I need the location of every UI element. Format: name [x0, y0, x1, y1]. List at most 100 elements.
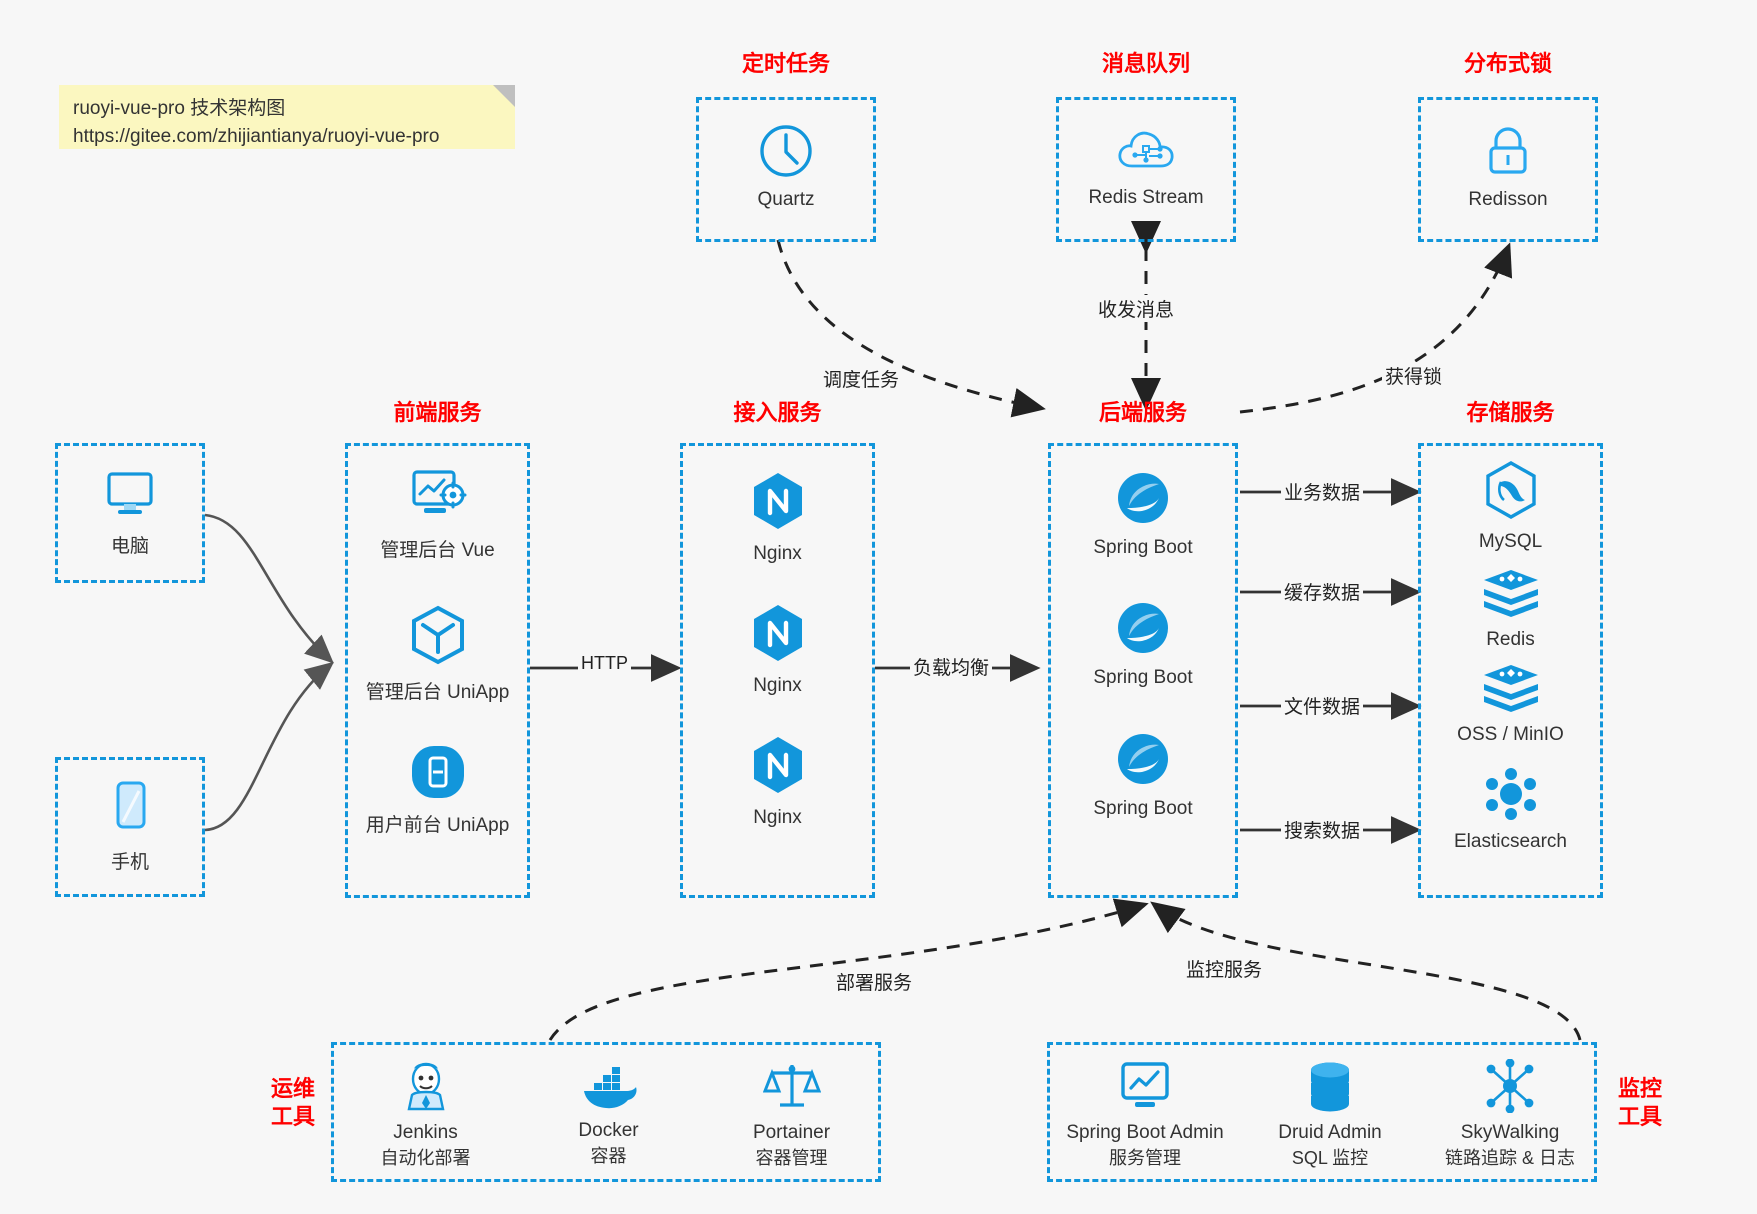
- group-box-client-desktop: 电脑: [55, 443, 205, 583]
- node-redis-stream[interactable]: Redis Stream: [1059, 124, 1233, 209]
- portainer-scale-icon: [762, 1059, 821, 1113]
- nginx-icon: [749, 734, 807, 798]
- node-label: Druid Admin: [1278, 1122, 1382, 1143]
- node-label: Quartz: [757, 189, 815, 210]
- node-label: Redisson: [1468, 189, 1548, 210]
- node-label: Redis: [1486, 629, 1535, 650]
- node-sublabel: SQL 监控: [1291, 1148, 1369, 1168]
- node-nginx-3[interactable]: Nginx: [683, 734, 872, 829]
- node-admin-uniapp[interactable]: 管理后台 UniApp: [348, 604, 527, 704]
- docker-whale-icon: [578, 1065, 640, 1111]
- node-label: Spring Boot: [1093, 667, 1193, 688]
- node-label: 手机: [110, 852, 149, 873]
- node-user-uniapp[interactable]: 用户前台 UniApp: [348, 743, 527, 837]
- group-box-mq: Redis Stream: [1056, 97, 1236, 242]
- edge-label-load-balance: 负载均衡: [910, 653, 993, 680]
- monitor-chart-icon: [1115, 1059, 1175, 1113]
- mysql-dolphin-icon: [1482, 460, 1540, 522]
- node-skywalking[interactable]: SkyWalking 链路追踪 & 日志: [1420, 1058, 1600, 1170]
- node-label: Nginx: [753, 807, 802, 828]
- group-title-devops-line1: 运维: [270, 1076, 315, 1101]
- group-box-devops: Jenkins 自动化部署 Docker 容器: [331, 1042, 881, 1182]
- group-title-backend: 后端服务: [1098, 400, 1187, 425]
- padlock-icon: [1480, 122, 1536, 180]
- node-druid-admin[interactable]: Druid Admin SQL 监控: [1240, 1059, 1420, 1170]
- group-box-client-mobile: 手机: [55, 757, 205, 897]
- edge-label-schedule-task: 调度任务: [820, 365, 903, 392]
- node-label: SkyWalking: [1460, 1122, 1560, 1143]
- nginx-icon: [749, 470, 807, 534]
- diagram-note: ruoyi-vue-pro 技术架构图 https://gitee.com/zh…: [59, 85, 515, 149]
- node-redisson[interactable]: Redisson: [1421, 122, 1595, 211]
- group-title-monitor: 监控 工具: [1605, 1075, 1675, 1130]
- node-elasticsearch[interactable]: Elasticsearch: [1421, 766, 1600, 853]
- group-title-monitor-line1: 监控: [1617, 1076, 1662, 1101]
- edge-label-cache-data: 缓存数据: [1281, 578, 1364, 605]
- database-cylinder-icon: [1302, 1059, 1358, 1113]
- node-sublabel: 链路追踪 & 日志: [1444, 1148, 1575, 1168]
- group-title-frontend: 前端服务: [393, 400, 482, 425]
- group-box-storage: MySQL Redis: [1418, 443, 1603, 898]
- node-sublabel: 容器管理: [755, 1148, 828, 1168]
- node-label: Portainer: [752, 1122, 831, 1143]
- group-box-frontend: 管理后台 Vue 管理后台 UniApp 用户前台 U: [345, 443, 530, 898]
- group-box-lock: Redisson: [1418, 97, 1598, 242]
- node-portainer[interactable]: Portainer 容器管理: [700, 1059, 883, 1170]
- elasticsearch-icon: [1482, 766, 1540, 822]
- mobile-phone-icon: [106, 778, 154, 838]
- node-spring-boot-3[interactable]: Spring Boot: [1051, 729, 1235, 820]
- node-sublabel: 自动化部署: [380, 1148, 471, 1168]
- node-jenkins[interactable]: Jenkins 自动化部署: [334, 1059, 517, 1170]
- node-quartz[interactable]: Quartz: [699, 122, 873, 211]
- edge-label-acquire-lock: 获得锁: [1382, 362, 1446, 389]
- group-box-monitor: Spring Boot Admin 服务管理 Druid Admin SQL 监…: [1047, 1042, 1597, 1182]
- node-label: Elasticsearch: [1454, 831, 1567, 852]
- nginx-icon: [749, 602, 807, 666]
- node-label: Spring Boot: [1093, 537, 1193, 558]
- node-mysql[interactable]: MySQL: [1421, 460, 1600, 553]
- jenkins-icon: [398, 1059, 454, 1113]
- node-label: Spring Boot Admin: [1066, 1122, 1224, 1143]
- edge-label-file-data: 文件数据: [1281, 692, 1364, 719]
- group-box-scheduler: Quartz: [696, 97, 876, 242]
- group-title-mq: 消息队列: [1101, 51, 1190, 76]
- spring-boot-icon: [1113, 729, 1173, 789]
- group-title-devops: 运维 工具: [258, 1075, 328, 1130]
- node-spring-boot-1[interactable]: Spring Boot: [1051, 468, 1235, 559]
- note-line-1: ruoyi-vue-pro 技术架构图: [73, 98, 286, 119]
- spring-boot-icon: [1113, 468, 1173, 528]
- node-label: Spring Boot: [1093, 798, 1193, 819]
- group-title-storage: 存储服务: [1466, 400, 1555, 425]
- node-redis[interactable]: Redis: [1421, 566, 1600, 651]
- edge-label-send-receive-message: 收发消息: [1095, 295, 1178, 322]
- node-sublabel: 服务管理: [1109, 1148, 1181, 1168]
- node-spring-boot-2[interactable]: Spring Boot: [1051, 598, 1235, 689]
- edge-label-business-data: 业务数据: [1281, 478, 1364, 505]
- node-desktop[interactable]: 电脑: [58, 466, 202, 558]
- edge-label-search-data: 搜索数据: [1281, 816, 1364, 843]
- node-docker[interactable]: Docker 容器: [517, 1065, 700, 1168]
- node-admin-vue[interactable]: 管理后台 Vue: [348, 466, 527, 562]
- spring-boot-icon: [1113, 598, 1173, 658]
- dashboard-gear-icon: [406, 466, 470, 526]
- node-label: Redis Stream: [1088, 187, 1204, 208]
- group-box-backend: Spring Boot Spring Boot Spring Boot: [1048, 443, 1238, 898]
- edge-label-http: HTTP: [578, 653, 631, 674]
- node-label: Jenkins: [393, 1122, 458, 1143]
- node-nginx-2[interactable]: Nginx: [683, 602, 872, 697]
- node-label: 管理后台 Vue: [380, 540, 495, 561]
- node-mobile[interactable]: 手机: [58, 778, 202, 874]
- node-oss-minio[interactable]: OSS / MinIO: [1421, 661, 1600, 746]
- node-label: Docker: [578, 1120, 639, 1141]
- node-label: Nginx: [753, 543, 802, 564]
- node-label: Nginx: [753, 675, 802, 696]
- redis-stack-icon: [1480, 566, 1542, 620]
- desktop-monitor-icon: [100, 466, 160, 522]
- node-nginx-1[interactable]: Nginx: [683, 470, 872, 565]
- skywalking-nodes-icon: [1481, 1058, 1539, 1114]
- node-label: 电脑: [110, 536, 149, 557]
- node-spring-boot-admin[interactable]: Spring Boot Admin 服务管理: [1050, 1059, 1240, 1170]
- group-title-lock: 分布式锁: [1463, 51, 1552, 76]
- edge-label-monitor-service: 监控服务: [1183, 955, 1266, 982]
